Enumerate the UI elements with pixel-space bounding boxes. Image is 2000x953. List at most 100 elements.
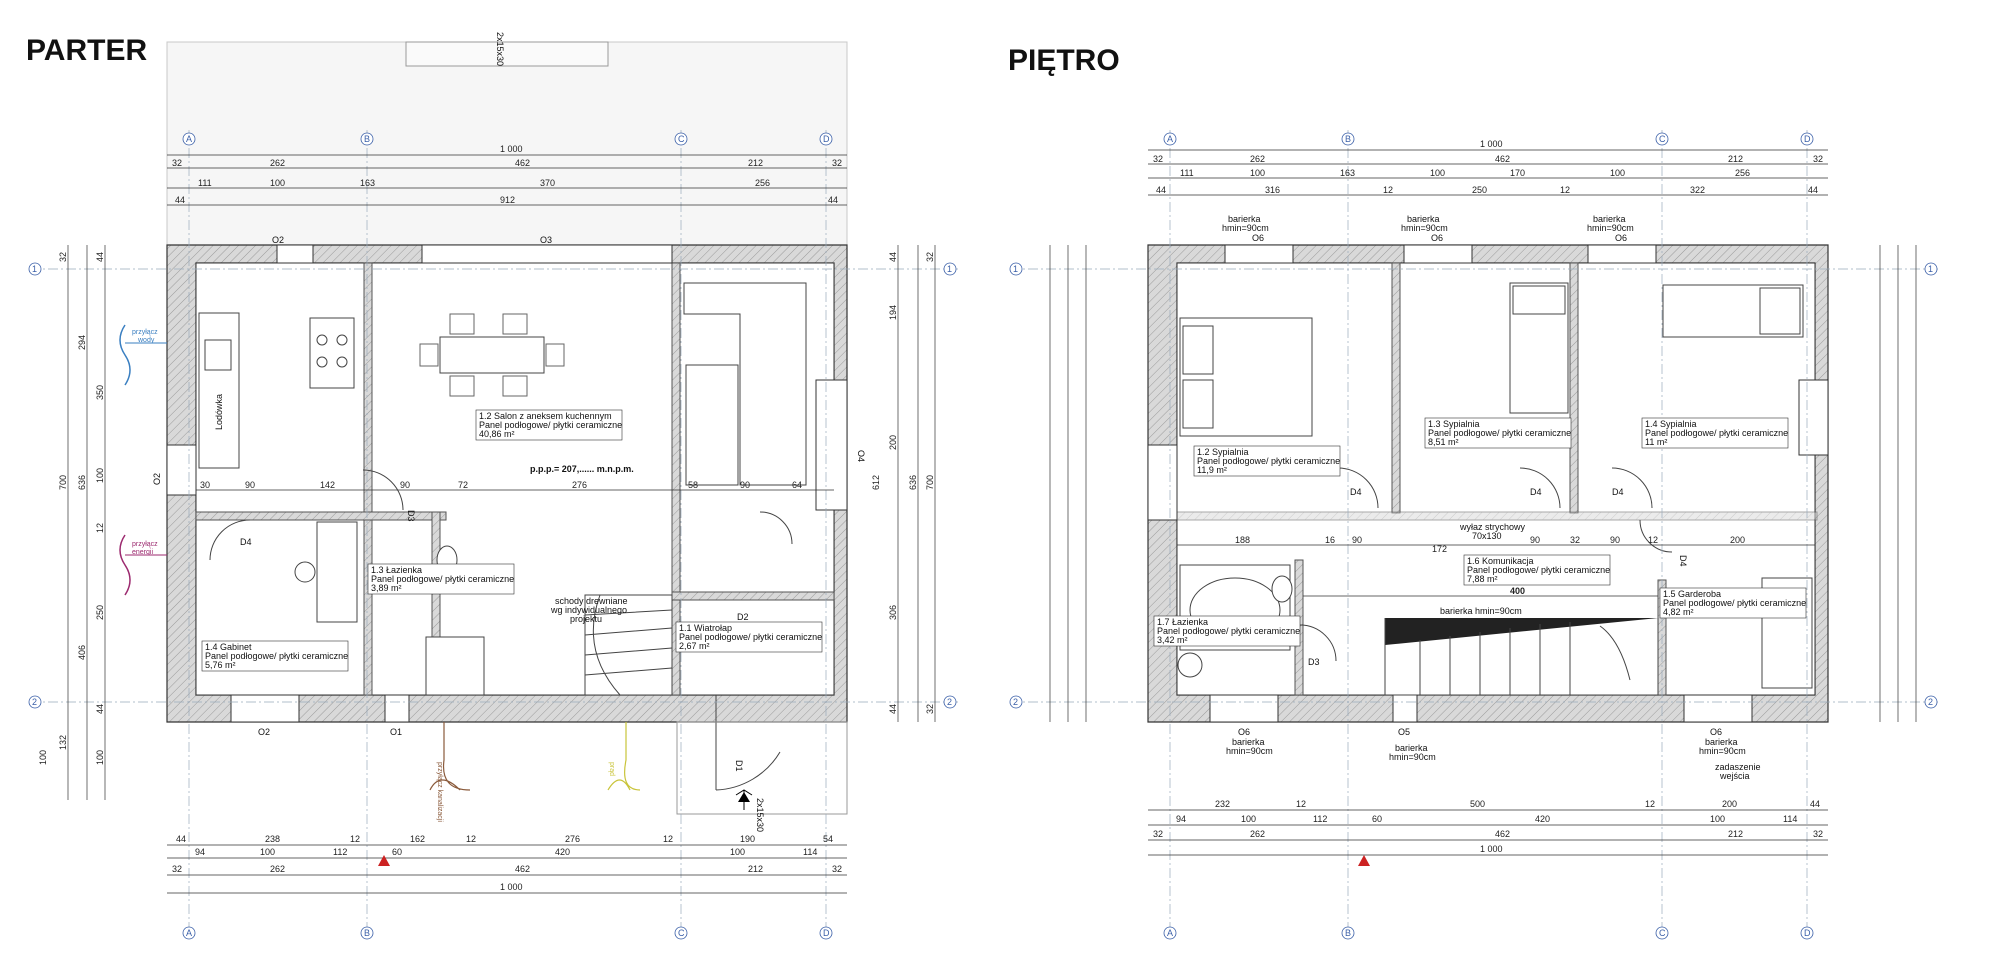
pietro-bdim-212: 212	[1728, 829, 1743, 839]
parter-dim-32b: 32	[832, 158, 842, 168]
pietro-room-sypialnia-2-finish: Panel podłogowe/ płytki ceramiczne	[1428, 428, 1571, 438]
pietro-room-lazienka-name: 1.7 Łazienka	[1157, 617, 1208, 627]
parter-window-label-o2: O2	[272, 235, 284, 245]
pietro-barrier-1: barierka	[1228, 214, 1261, 224]
parter-bdim-94: 94	[195, 847, 205, 857]
pietro-room-sypialnia-3-finish: Panel podłogowe/ płytki ceramiczne	[1645, 428, 1788, 438]
pietro-room-komunikacja-name: 1.6 Komunikacja	[1467, 556, 1534, 566]
parter-sewer-label: przyłącz kanalizacji	[436, 762, 443, 822]
parter-axis-b-top: B	[364, 134, 370, 144]
parter-dim-912: 912	[500, 195, 515, 205]
parter-room-wiatrolap-finish: Panel podłogowe/ płytki ceramiczne	[679, 632, 822, 642]
pietro-dim-32b: 32	[1813, 154, 1823, 164]
pietro-dim-44b: 44	[1808, 185, 1818, 195]
pietro-room-sypialnia-3: 1.4 Sypialnia Panel podłogowe/ płytki ce…	[1641, 417, 1789, 449]
pietro-bdim-500: 500	[1470, 799, 1485, 809]
pietro-idim-200: 200	[1730, 535, 1745, 545]
parter-rdim-306: 306	[888, 605, 898, 620]
parter-sewer-connection	[429, 722, 471, 791]
pietro-title: PIĘTRO	[1008, 44, 1120, 77]
pietro-idim-188: 188	[1235, 535, 1250, 545]
pietro-barrier-3-h: hmin=90cm	[1587, 223, 1634, 233]
parter-idim-72: 72	[458, 480, 468, 490]
parter-room-lazienka-finish: Panel podłogowe/ płytki ceramiczne	[371, 574, 514, 584]
pietro-window-o5: O5	[1398, 727, 1410, 737]
pietro-room-komunikacja-area: 7,88 m²	[1467, 574, 1498, 584]
pietro-bdim-12b: 12	[1645, 799, 1655, 809]
pietro-axis-1-left: 1	[1013, 264, 1018, 274]
parter-idim-58: 58	[688, 480, 698, 490]
pietro-idim-16: 16	[1325, 535, 1335, 545]
pietro-barrier-4: barierka	[1232, 737, 1265, 747]
pietro-dim-100: 100	[1250, 168, 1265, 178]
parter-axis-a-top: A	[186, 134, 192, 144]
pietro-bdim-462: 462	[1495, 829, 1510, 839]
parter-idim-90b: 90	[400, 480, 410, 490]
parter-room-lazienka: 1.3 Łazienka Panel podłogowe/ płytki cer…	[367, 563, 515, 595]
pietro-dim-262: 262	[1250, 154, 1265, 164]
pietro-axis-b-bottom: B	[1345, 928, 1351, 938]
parter-window-label-o3: O3	[540, 235, 552, 245]
pietro-barrier-6: barierka	[1705, 737, 1738, 747]
parter-rdim-44: 44	[888, 252, 898, 262]
pietro-bdim-60: 60	[1372, 814, 1382, 824]
parter-door-label-d3: D3	[406, 510, 416, 522]
parter-axis-c-top: C	[678, 134, 685, 144]
parter-chair	[294, 561, 316, 583]
parter-plan: A B C D A B C D 1 2 1 2 1 000 32	[28, 32, 960, 940]
parter-power-connection	[607, 722, 641, 791]
pietro-dim-111: 111	[1180, 168, 1194, 178]
parter-window-o3-top	[421, 244, 673, 264]
pietro-bdim-420: 420	[1535, 814, 1550, 824]
pietro-dim-462: 462	[1495, 154, 1510, 164]
pietro-barrier-3: barierka	[1593, 214, 1626, 224]
parter-ldim-100b: 100	[38, 750, 48, 765]
pietro-barrier-stair: barierka hmin=90cm	[1440, 606, 1522, 616]
parter-bdim-114: 114	[803, 847, 817, 857]
pietro-room-garderoba-area: 4,82 m²	[1663, 607, 1694, 617]
parter-dim-163: 163	[360, 178, 375, 188]
parter-window-label-o1: O1	[390, 727, 402, 737]
parter-window-label-o2b: O2	[258, 727, 270, 737]
pietro-bdim-262: 262	[1250, 829, 1265, 839]
parter-room-salon: 1.2 Salon z aneksem kuchennym Panel podł…	[475, 409, 623, 441]
parter-room-salon-name: 1.2 Salon z aneksem kuchennym	[479, 411, 612, 421]
pietro-idim-90b: 90	[1530, 535, 1540, 545]
pietro-room-lazienka-area: 3,42 m²	[1157, 635, 1188, 645]
pietro-dim-100b: 100	[1430, 168, 1445, 178]
parter-energy-connection	[119, 534, 131, 596]
pietro-bdim-100b: 100	[1710, 814, 1725, 824]
parter-room-lazienka-name: 1.3 Łazienka	[371, 565, 422, 575]
parter-fridge-label: Lodówka	[214, 394, 224, 430]
parter-bdim-44: 44	[176, 834, 186, 844]
parter-dim-total-top: 1 000	[500, 144, 523, 154]
parter-kitchen-counter	[198, 312, 240, 469]
pietro-idim-172: 172	[1432, 544, 1447, 554]
pietro-room-garderoba-finish: Panel podłogowe/ płytki ceramiczne	[1663, 598, 1806, 608]
pietro-idim-90: 90	[1352, 535, 1362, 545]
pietro-dim-total-top: 1 000	[1480, 139, 1503, 149]
parter-bdim-100: 100	[260, 847, 275, 857]
parter-ldim-32: 32	[58, 252, 68, 262]
pietro-room-sypialnia-1-area: 11,9 m²	[1197, 465, 1227, 475]
pietro-dim-44: 44	[1156, 185, 1166, 195]
pietro-canopy-1: zadaszenie	[1715, 762, 1761, 772]
parter-stair-label: 2x15x30	[755, 798, 765, 832]
parter-axis-2-left: 2	[32, 697, 37, 707]
pietro-dim-212: 212	[1728, 154, 1743, 164]
pietro-window-o6-1: O6	[1252, 233, 1264, 243]
parter-ldim-100: 100	[95, 468, 105, 483]
parter-rdim-32b: 32	[925, 704, 935, 714]
parter-stair-label-top: 2x15x30	[495, 32, 505, 66]
parter-idim-90: 90	[245, 480, 255, 490]
pietro-room-lazienka: 1.7 Łazienka Panel podłogowe/ płytki cer…	[1153, 615, 1301, 647]
pietro-axis-a-top: A	[1167, 134, 1173, 144]
parter-water-label-1: przyłącz	[132, 329, 158, 336]
parter-energy-label-2: energii	[132, 549, 153, 556]
pietro-axis-d-top: D	[1804, 134, 1811, 144]
parter-idim-30: 30	[200, 480, 210, 490]
parter-window-label-o2c: O2	[152, 473, 162, 485]
parter-door-label-d4: D4	[240, 537, 252, 547]
pietro-bdim-232: 232	[1215, 799, 1230, 809]
parter-axis-c-bottom: C	[678, 928, 685, 938]
